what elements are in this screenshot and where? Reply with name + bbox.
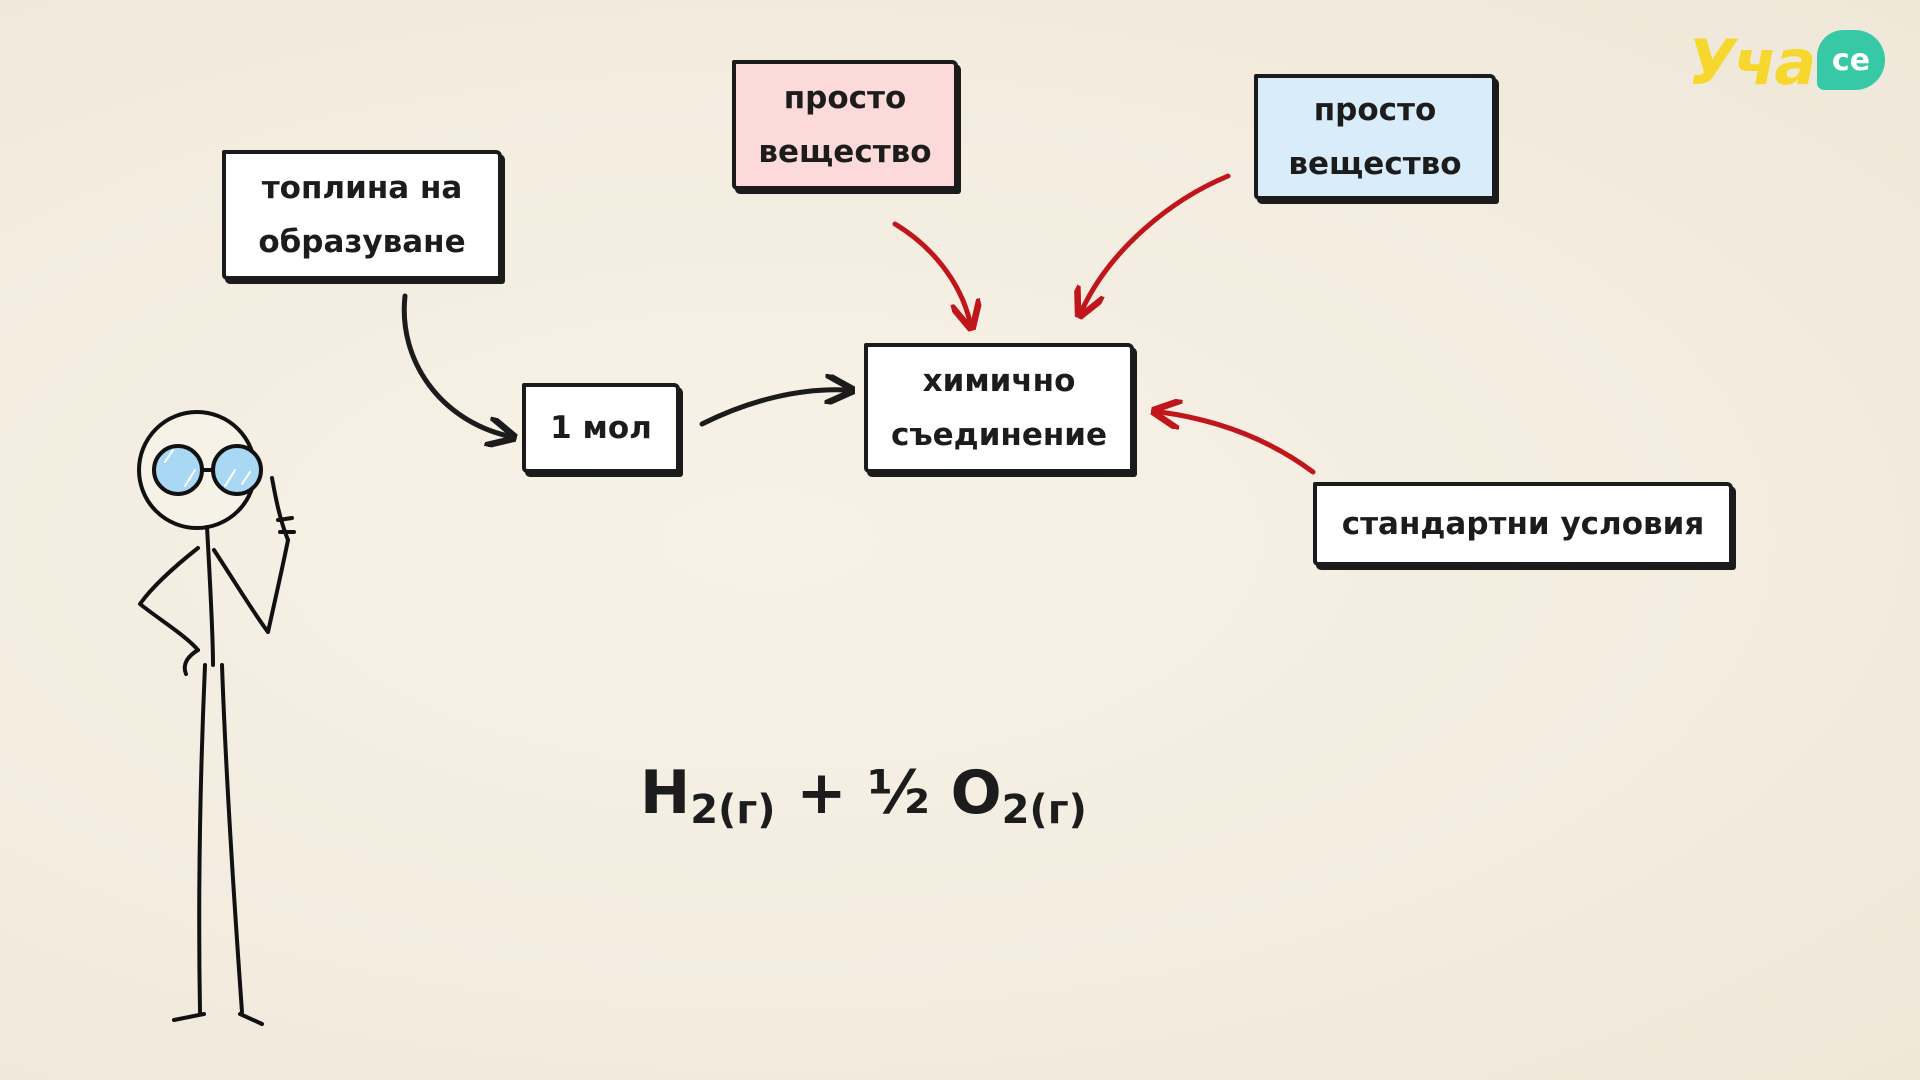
glasses-right-lens <box>211 444 263 496</box>
box-simple-substance-pink-label: просто вещество <box>758 80 932 170</box>
box-simple-substance-pink: просто вещество <box>732 60 958 190</box>
box-standard-conditions-label: стандартни условия <box>1341 506 1705 542</box>
stick-figure-illustration <box>137 410 296 1026</box>
box-one-mole-label: 1 мол <box>550 410 652 446</box>
arrow-mole-to-compound <box>699 390 846 427</box>
formula-hydrogen-subscript: 2(г) <box>690 787 776 833</box>
box-simple-substance-blue-label: просто вещество <box>1288 92 1462 182</box>
box-one-mole: 1 мол <box>522 383 680 473</box>
logo-badge: се <box>1817 30 1885 90</box>
box-simple-substance-blue: просто вещество <box>1254 74 1496 200</box>
arrow-heat-to-mole <box>401 293 508 436</box>
formula-oxygen-subscript: 2(г) <box>1001 787 1087 833</box>
formula-hydrogen: H <box>640 758 691 828</box>
arrow-pink-to-compound <box>892 221 970 322</box>
box-heat-of-formation-label: топлина на образуване <box>258 170 466 260</box>
box-chemical-compound: химично съединение <box>864 343 1134 473</box>
arrow-blue-to-compound <box>1082 173 1231 310</box>
box-chemical-compound-label: химично съединение <box>890 363 1108 453</box>
box-standard-conditions: стандартни условия <box>1313 482 1733 566</box>
formula-plus-half: + ½ <box>775 758 951 828</box>
logo-badge-text: се <box>1831 42 1871 78</box>
logo: Уча <box>1688 26 1816 99</box>
box-heat-of-formation: топлина на образуване <box>222 150 502 280</box>
logo-text: Уча <box>1688 26 1816 99</box>
formula-oxygen: O <box>950 758 1002 828</box>
reaction-formula: H2(г) + ½ O2(г) <box>640 758 1087 833</box>
arrow-conditions-to-compound <box>1160 412 1316 475</box>
